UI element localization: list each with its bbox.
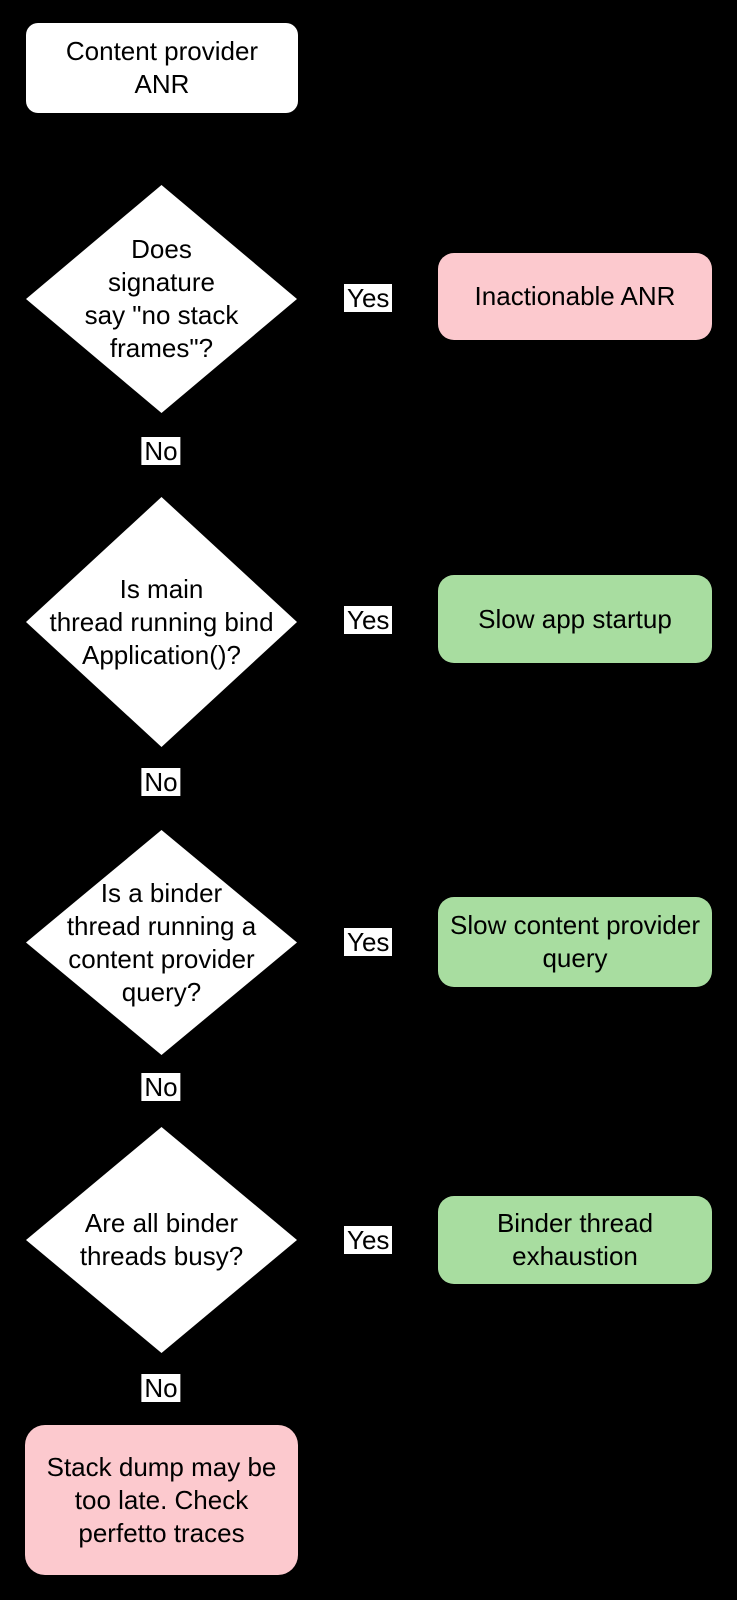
edge-label-no-4: No <box>141 1374 181 1402</box>
edge-label-yes-1: Yes <box>344 284 393 312</box>
outcome-slow-app-startup: Slow app startup <box>438 575 712 663</box>
edge-label-no-2: No <box>141 768 181 796</box>
edge-label-no-1: No <box>141 437 181 465</box>
decision-all-binder-threads-busy: Are all binder threads busy? <box>26 1127 297 1353</box>
edge-label-no-3: No <box>141 1073 181 1101</box>
decision-binder-thread-content-provider-query: Is a binder thread running a content pro… <box>26 830 297 1055</box>
start-node-content-provider-anr: Content provider ANR <box>26 23 298 113</box>
decision-main-thread-bind-application: Is main thread running bind Application(… <box>26 497 297 747</box>
edge-label-yes-4: Yes <box>344 1226 393 1254</box>
edge-label-yes-2: Yes <box>344 606 393 634</box>
edge-label-yes-3: Yes <box>344 928 393 956</box>
outcome-slow-content-provider-query: Slow content provider query <box>438 897 712 987</box>
outcome-binder-thread-exhaustion: Binder thread exhaustion <box>438 1196 712 1284</box>
outcome-inactionable-anr: Inactionable ANR <box>438 253 712 340</box>
terminal-stack-dump-too-late: Stack dump may be too late. Check perfet… <box>25 1425 298 1575</box>
decision-signature-no-stack-frames: Does signature say "no stack frames"? <box>26 185 297 413</box>
